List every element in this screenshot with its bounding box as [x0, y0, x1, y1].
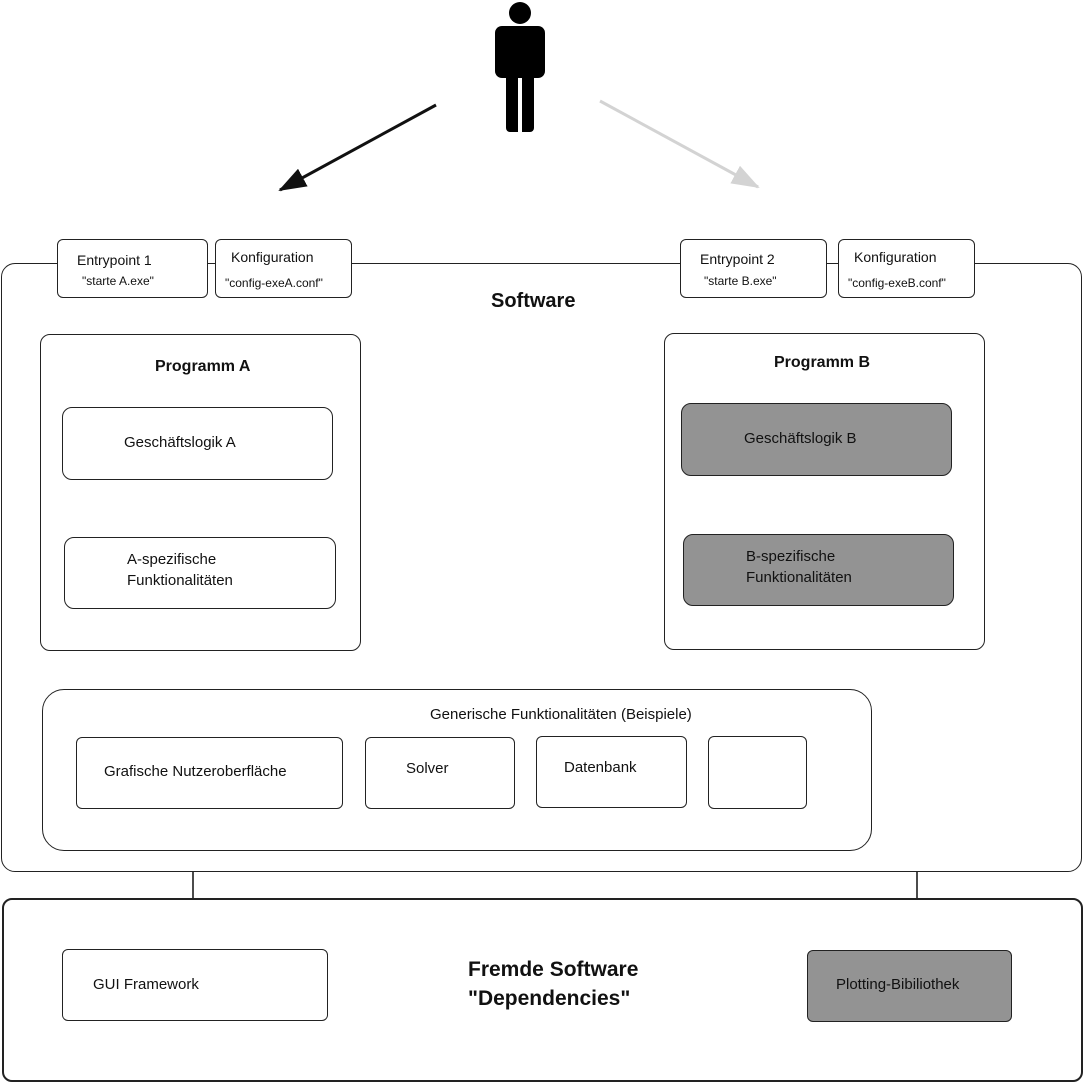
- plotting-library-box[interactable]: [807, 950, 1012, 1022]
- generic-item-solver[interactable]: [365, 737, 515, 809]
- specific-a-box[interactable]: [64, 537, 336, 609]
- user-to-program-b-arrow: [599, 99, 760, 189]
- gui-framework-label: GUI Framework: [93, 976, 199, 993]
- config-b-title: Konfiguration: [854, 249, 937, 265]
- entrypoint1-box[interactable]: [57, 239, 208, 298]
- entrypoint1-command: "starte A.exe": [82, 274, 154, 288]
- specific-b-box[interactable]: [683, 534, 954, 606]
- program-b-container: [664, 333, 985, 650]
- program-a-container: [40, 334, 361, 651]
- entrypoint2-title: Entrypoint 2: [700, 251, 775, 267]
- user-icon: [495, 2, 545, 134]
- dependencies-title-line1: Fremde Software: [468, 958, 639, 981]
- logic-b-label: Geschäftslogik B: [744, 430, 857, 447]
- config-b-file: "config-exeB.conf": [848, 276, 946, 290]
- generic-item-gui[interactable]: [76, 737, 343, 809]
- config-a-file: "config-exeA.conf": [225, 276, 323, 290]
- program-b-title: Programm B: [774, 354, 871, 371]
- logic-b-box[interactable]: [681, 403, 952, 476]
- entrypoint2-box[interactable]: [680, 239, 827, 298]
- generic-item-empty[interactable]: [708, 736, 807, 809]
- config-a-box[interactable]: [215, 239, 352, 298]
- logic-a-box[interactable]: [62, 407, 333, 480]
- entrypoint1-title: Entrypoint 1: [77, 252, 152, 268]
- plotting-library-label: Plotting-Bibiliothek: [836, 976, 960, 993]
- software-title: Software: [491, 290, 576, 312]
- specific-b-line2: Funktionalitäten: [746, 569, 852, 586]
- specific-a-line1: A-spezifische: [127, 551, 217, 568]
- entrypoint2-command: "starte B.exe": [704, 274, 777, 288]
- generic-item-gui-label: Grafische Nutzeroberfläche: [104, 763, 287, 780]
- generic-item-database[interactable]: [536, 736, 687, 808]
- specific-a-line2: Funktionalitäten: [127, 572, 233, 589]
- generic-title: Generische Funktionalitäten (Beispiele): [430, 706, 692, 723]
- program-a-title: Programm A: [155, 358, 251, 375]
- dependencies-title-line2: "Dependencies": [468, 987, 631, 1010]
- logic-a-label: Geschäftslogik A: [124, 434, 236, 451]
- generic-item-solver-label: Solver: [406, 760, 449, 777]
- config-a-title: Konfiguration: [231, 249, 314, 265]
- config-b-box[interactable]: [838, 239, 975, 298]
- specific-b-line1: B-spezifische: [746, 548, 836, 565]
- user-to-program-a-arrow: [278, 103, 437, 192]
- generic-item-database-label: Datenbank: [564, 759, 637, 776]
- gui-framework-box[interactable]: [62, 949, 328, 1021]
